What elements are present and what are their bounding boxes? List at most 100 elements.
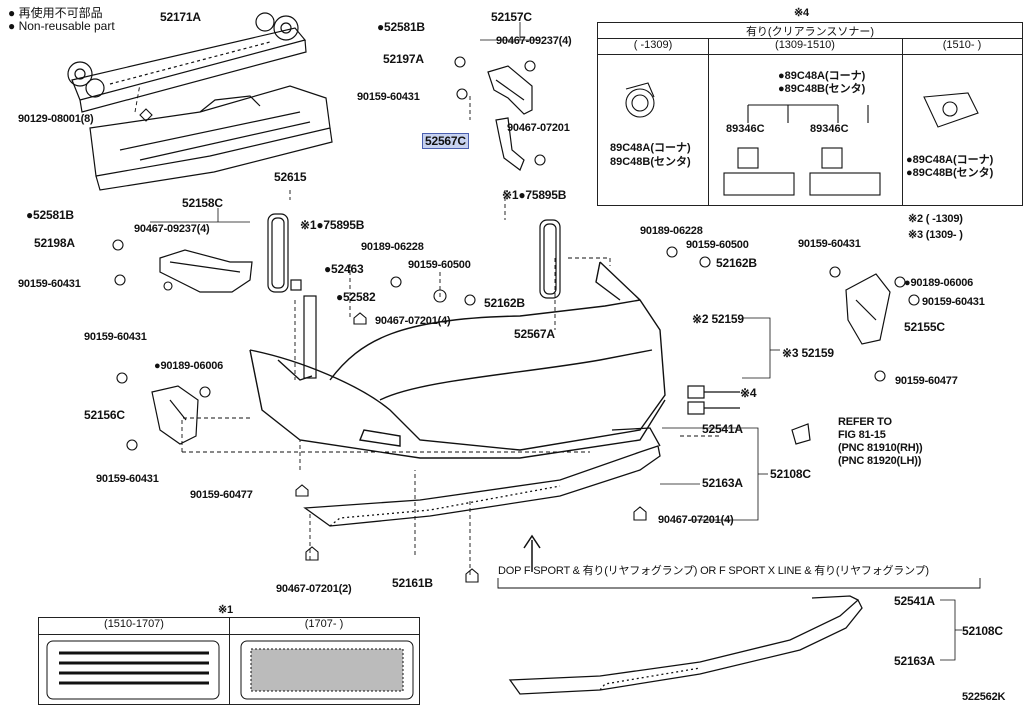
- part-label[interactable]: 52156C: [84, 408, 125, 422]
- note-2: ※2 ( -1309): [908, 213, 963, 225]
- part-label[interactable]: ●52463: [324, 262, 364, 276]
- legend-non-reusable-jp: ● 再使用不可部品: [8, 4, 103, 21]
- refer-note-line3: (PNC 81910(RH)): [838, 442, 923, 454]
- part-label[interactable]: 90159-60477: [895, 375, 958, 387]
- dop-lower-spoiler: [508, 595, 863, 695]
- legend-text-en: Non-reusable part: [18, 19, 115, 33]
- bumper-cover: [249, 261, 666, 459]
- sonar-art: [625, 82, 979, 196]
- sonar-table: 有り(クリアランスソナー) ( -1309) (1309-1510) (1510…: [597, 22, 1023, 206]
- part-label[interactable]: 90189-06228: [640, 225, 703, 237]
- sonar-c2-a[interactable]: ●89C48A(コーナ): [778, 70, 866, 82]
- part-label[interactable]: 90159-60431: [798, 238, 861, 250]
- part-label[interactable]: 90467-07201(2): [276, 583, 352, 595]
- part-label[interactable]: ●52582: [336, 290, 376, 304]
- part-label[interactable]: ●90189-06006: [904, 277, 974, 289]
- part-label[interactable]: ※4: [740, 386, 757, 400]
- part-label[interactable]: 90467-07201: [507, 122, 570, 134]
- bracket-52157c: [487, 65, 533, 115]
- part-label[interactable]: 52155C: [904, 320, 945, 334]
- bullet-icon: ●: [8, 19, 16, 33]
- part-label[interactable]: 52108C: [962, 624, 1003, 638]
- sonar-c2-b[interactable]: ●89C48B(センタ): [778, 83, 866, 95]
- figure-id: 522562K: [962, 691, 1006, 703]
- sonar-table-mark: ※4: [794, 7, 809, 19]
- lower-spoiler-52108c: [303, 427, 661, 527]
- part-label[interactable]: 90159-60431: [922, 296, 985, 308]
- part-label[interactable]: ※1●75895B: [300, 218, 365, 232]
- part-label[interactable]: 90129-08001(8): [18, 113, 94, 125]
- part-label[interactable]: 52161B: [392, 576, 433, 590]
- refer-note-line4: (PNC 81920(LH)): [838, 455, 922, 467]
- bracket-52158c: [159, 249, 253, 293]
- part-label[interactable]: 52163A: [894, 654, 935, 668]
- sonar-divider: [708, 55, 709, 205]
- part-label[interactable]: 90159-60431: [18, 278, 81, 290]
- part-label[interactable]: 52198A: [34, 236, 75, 250]
- part-label[interactable]: ●52581B: [377, 20, 425, 34]
- energy-absorber-52615: [89, 85, 333, 191]
- sonar-col-3: (1510- ): [902, 39, 1022, 55]
- sonar-table-header: 有り(クリアランスソナー): [598, 23, 1022, 39]
- part-label[interactable]: 52197A: [383, 52, 424, 66]
- part-label[interactable]: 52541A: [702, 422, 743, 436]
- part-label[interactable]: 52162B: [484, 296, 525, 310]
- bracket-52567c: [495, 117, 525, 171]
- reflector-right: [539, 219, 561, 299]
- mark1-table: (1510-1707) (1707- ): [38, 617, 420, 705]
- legend-non-reusable-en: ● Non-reusable part: [8, 19, 115, 33]
- part-label[interactable]: 52615: [274, 170, 307, 184]
- part-label[interactable]: ●52581B: [26, 208, 74, 222]
- part-label[interactable]: 90159-60431: [84, 331, 147, 343]
- part-label[interactable]: 52541A: [894, 594, 935, 608]
- part-label[interactable]: 90467-07201(4): [658, 514, 734, 526]
- dop-caption: DOP F SPORT & 有り(リヤフォグランプ) OR F SPORT X …: [498, 565, 929, 577]
- mark1-col-2: (1707- ): [229, 618, 419, 635]
- refer-note-line2[interactable]: FIG 81-15: [838, 429, 886, 441]
- legend-text-jp: 再使用不可部品: [18, 6, 103, 20]
- sonar-c1-b[interactable]: 89C48B(センタ): [610, 156, 691, 168]
- sonar-c1-a[interactable]: 89C48A(コーナ): [610, 142, 691, 154]
- sonar-divider: [902, 55, 903, 205]
- bullet-icon: ●: [8, 6, 16, 20]
- mark1-divider: [229, 634, 230, 704]
- part-label[interactable]: 90189-06228: [361, 241, 424, 253]
- refer-note-line1: REFER TO: [838, 416, 892, 428]
- part-label[interactable]: 52108C: [770, 467, 811, 481]
- part-label[interactable]: 52157C: [491, 10, 532, 24]
- reflector-left: [267, 213, 289, 293]
- part-label[interactable]: ※3 52159: [782, 346, 834, 360]
- fasteners: [112, 56, 920, 583]
- bracket-52156c: [151, 385, 199, 445]
- part-label[interactable]: 52162B: [716, 256, 757, 270]
- part-label[interactable]: 90159-60431: [96, 473, 159, 485]
- part-label[interactable]: 52163A: [702, 476, 743, 490]
- part-label[interactable]: 52158C: [182, 196, 223, 210]
- sonar-c3-b[interactable]: ●89C48B(センタ): [906, 167, 994, 179]
- part-label[interactable]: 90159-60500: [408, 259, 471, 271]
- part-label[interactable]: 90159-60500: [686, 239, 749, 251]
- sonar-col-1: ( -1309): [598, 39, 709, 55]
- part-label[interactable]: 90159-60431: [357, 91, 420, 103]
- part-label[interactable]: 52567A: [514, 327, 555, 341]
- sonar-col-2: (1309-1510): [708, 39, 903, 55]
- part-label[interactable]: 90467-09237(4): [496, 35, 572, 47]
- part-label[interactable]: 90159-60477: [190, 489, 253, 501]
- sonar-c2-s2[interactable]: 89346C: [810, 123, 849, 135]
- part-label-highlighted[interactable]: 52567C: [422, 133, 469, 149]
- part-label[interactable]: ※1●75895B: [502, 188, 567, 202]
- mark1-col-1: (1510-1707): [39, 618, 230, 635]
- pad-52582: [303, 295, 317, 379]
- sonar-c2-s1[interactable]: 89346C: [726, 123, 765, 135]
- bracket-52155c: [845, 273, 891, 345]
- sonar-c3-a[interactable]: ●89C48A(コーナ): [906, 154, 994, 166]
- part-label[interactable]: 52171A: [160, 10, 201, 24]
- part-label[interactable]: ※2 52159: [692, 312, 744, 326]
- part-label[interactable]: ●90189-06006: [154, 360, 224, 372]
- part-label[interactable]: 90467-07201(4): [375, 315, 451, 327]
- mark1-art: [46, 640, 414, 700]
- part-label[interactable]: 90467-09237(4): [134, 223, 210, 235]
- mark1-table-mark: ※1: [218, 604, 233, 616]
